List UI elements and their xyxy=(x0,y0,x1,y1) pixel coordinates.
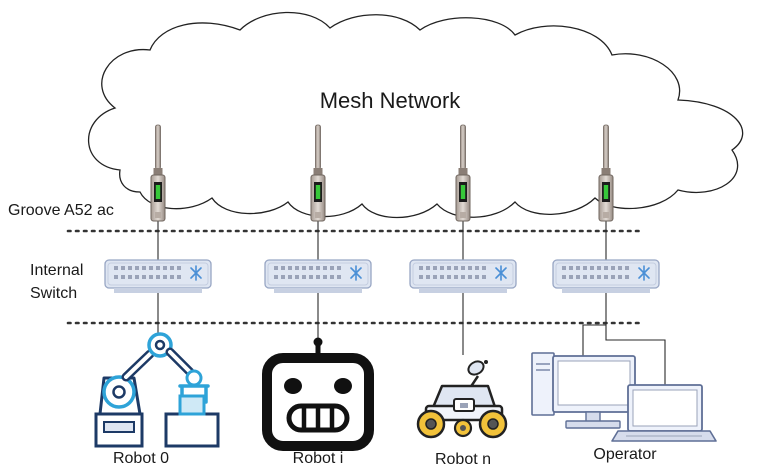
groove-radio-label: Groove A52 ac xyxy=(8,202,114,219)
robot-n-label: Robot n xyxy=(434,451,492,468)
internal-switch-2 xyxy=(409,259,517,294)
computer-workstation-icon xyxy=(531,352,717,442)
robot-i-label: Robot i xyxy=(292,450,344,467)
internal-switch-0 xyxy=(104,259,212,294)
robot-0-label: Robot 0 xyxy=(112,450,170,467)
internal-switch-label-line1: Internal xyxy=(30,262,84,279)
robot-arm-icon xyxy=(94,332,220,448)
connection-lines xyxy=(157,220,666,385)
robot-face-icon xyxy=(262,337,374,451)
internal-switch-1 xyxy=(264,259,372,294)
mesh-network-cloud xyxy=(87,11,744,219)
internal-switch-label-line2: Switch xyxy=(30,285,78,302)
operator-label: Operator xyxy=(593,446,657,463)
mesh-network-label: Mesh Network xyxy=(319,88,461,113)
internal-switch-3 xyxy=(552,259,660,294)
rover-icon xyxy=(416,360,508,439)
